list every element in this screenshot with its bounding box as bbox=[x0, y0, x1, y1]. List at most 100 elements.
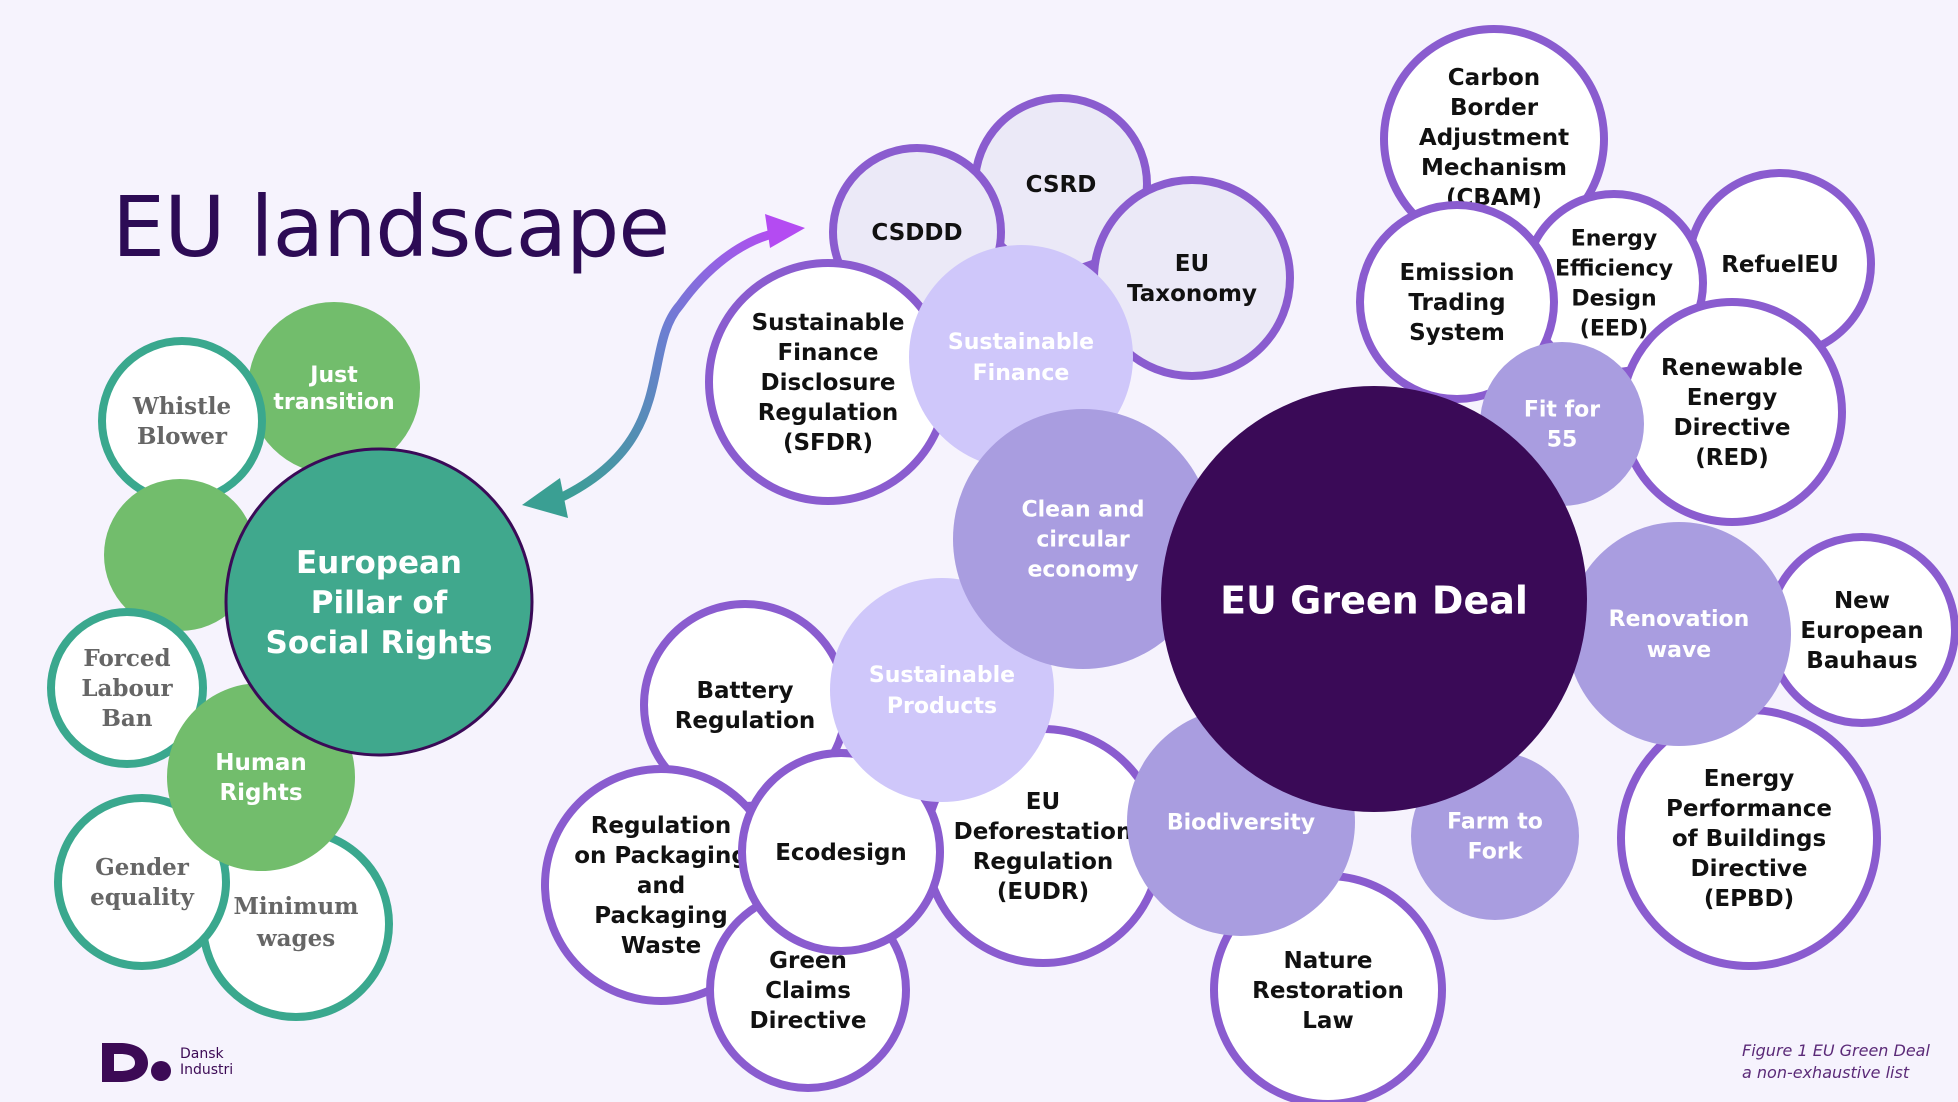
bubble-line: Directive bbox=[1690, 856, 1807, 882]
bubble-line: Battery bbox=[697, 678, 794, 704]
bubble-line: Directive bbox=[749, 1008, 866, 1034]
bubble-line: circular bbox=[1036, 528, 1130, 553]
bubble-line: Sustainable bbox=[948, 330, 1094, 355]
bubble-line: (EPBD) bbox=[1704, 886, 1794, 912]
bubble-line: Labour bbox=[81, 675, 173, 702]
bubble-line: Regulation bbox=[973, 849, 1114, 875]
bubble-line: on Packaging bbox=[574, 843, 748, 869]
label-eu-green-deal: EU Green Deal bbox=[1220, 578, 1528, 622]
bubble-line: equality bbox=[90, 884, 194, 911]
bubble-line: Directive bbox=[1673, 415, 1790, 441]
label-refuel-eu: RefuelEU bbox=[1721, 252, 1839, 278]
bubble-line: CSRD bbox=[1026, 172, 1097, 198]
bubble-line: Forced bbox=[83, 645, 170, 672]
bubble-line: EU bbox=[1175, 251, 1209, 277]
bubble-line: System bbox=[1409, 320, 1505, 346]
bubble-line: European bbox=[1800, 618, 1923, 644]
bubble-line: Design bbox=[1571, 287, 1656, 312]
bubble-line: European bbox=[296, 545, 462, 581]
figure-caption: Figure 1 EU Green Deal a non-exhaustive … bbox=[1742, 1040, 1930, 1084]
label-fit-for-55: Fit for 55 bbox=[1524, 398, 1600, 453]
bubble-line: Gender bbox=[95, 854, 190, 881]
bubble-line: Minimum bbox=[233, 893, 358, 920]
double-arrow bbox=[522, 214, 805, 518]
bubble-line: Bauhaus bbox=[1806, 648, 1917, 674]
bubble-line: wages bbox=[256, 925, 335, 952]
bubble-line: Waste bbox=[621, 933, 701, 959]
logo-text: Dansk Industri bbox=[180, 1046, 233, 1078]
bubble-line: Performance bbox=[1666, 796, 1832, 822]
bubble-line: Whistle bbox=[132, 393, 231, 420]
bubble-line: and bbox=[637, 873, 685, 899]
bubble-line: Human bbox=[215, 750, 306, 776]
dansk-industri-logo: Dansk Industri bbox=[100, 1040, 233, 1084]
bubble-gender-equality: Gender equality bbox=[54, 794, 230, 970]
bubble-line: Regulation bbox=[675, 708, 816, 734]
caption-line-1: Figure 1 EU Green Deal bbox=[1742, 1041, 1930, 1060]
bubble-ecodesign: Ecodesign bbox=[738, 749, 944, 955]
bubble-line: Renewable bbox=[1661, 355, 1803, 381]
logo-line-2: Industri bbox=[180, 1062, 234, 1078]
bubble-line: Products bbox=[887, 694, 997, 719]
bubble-line: Border bbox=[1450, 95, 1539, 121]
bubble-line: 55 bbox=[1547, 428, 1578, 453]
logo-line-1: Dansk bbox=[180, 1046, 224, 1062]
bubble-line: EU bbox=[1026, 789, 1060, 815]
bubble-line: Finance bbox=[777, 340, 878, 366]
bubble-line: transition bbox=[273, 390, 394, 415]
bubble-line: Claims bbox=[765, 978, 851, 1004]
bubble-line: Emission bbox=[1400, 260, 1515, 286]
bubble-line: Biodiversity bbox=[1167, 811, 1315, 836]
bubble-line: Finance bbox=[973, 361, 1070, 386]
label-minimum-wages: Minimum wages bbox=[233, 893, 358, 952]
bubble-line: Blower bbox=[137, 423, 228, 450]
bubble-line: Fit for bbox=[1524, 398, 1600, 423]
label-biodiversity: Biodiversity bbox=[1167, 811, 1315, 836]
page-title: EU landscape bbox=[112, 178, 670, 276]
bubble-line: Nature bbox=[1283, 948, 1372, 974]
bubble-line: economy bbox=[1027, 558, 1138, 583]
bubble-line: Disclosure bbox=[761, 370, 896, 396]
bubble-line: Carbon bbox=[1448, 65, 1540, 91]
bubble-line: Ban bbox=[101, 705, 152, 732]
bubble-line: Sustainable bbox=[869, 663, 1015, 688]
label-csddd: CSDDD bbox=[871, 220, 962, 246]
bubble-line: New bbox=[1834, 588, 1890, 614]
bubble-unlabeled-green bbox=[104, 479, 256, 631]
bubble-line: Packaging bbox=[594, 903, 727, 929]
bubble-line: Deforestation bbox=[954, 819, 1133, 845]
bubble-line: Adjustment bbox=[1419, 125, 1569, 151]
label-ecodesign: Ecodesign bbox=[775, 840, 907, 866]
bubble-line: RefuelEU bbox=[1721, 252, 1839, 278]
bubble-line: Renovation bbox=[1609, 607, 1750, 632]
bubble-line: Restoration bbox=[1252, 978, 1404, 1004]
bubble-line: Just bbox=[308, 363, 358, 388]
